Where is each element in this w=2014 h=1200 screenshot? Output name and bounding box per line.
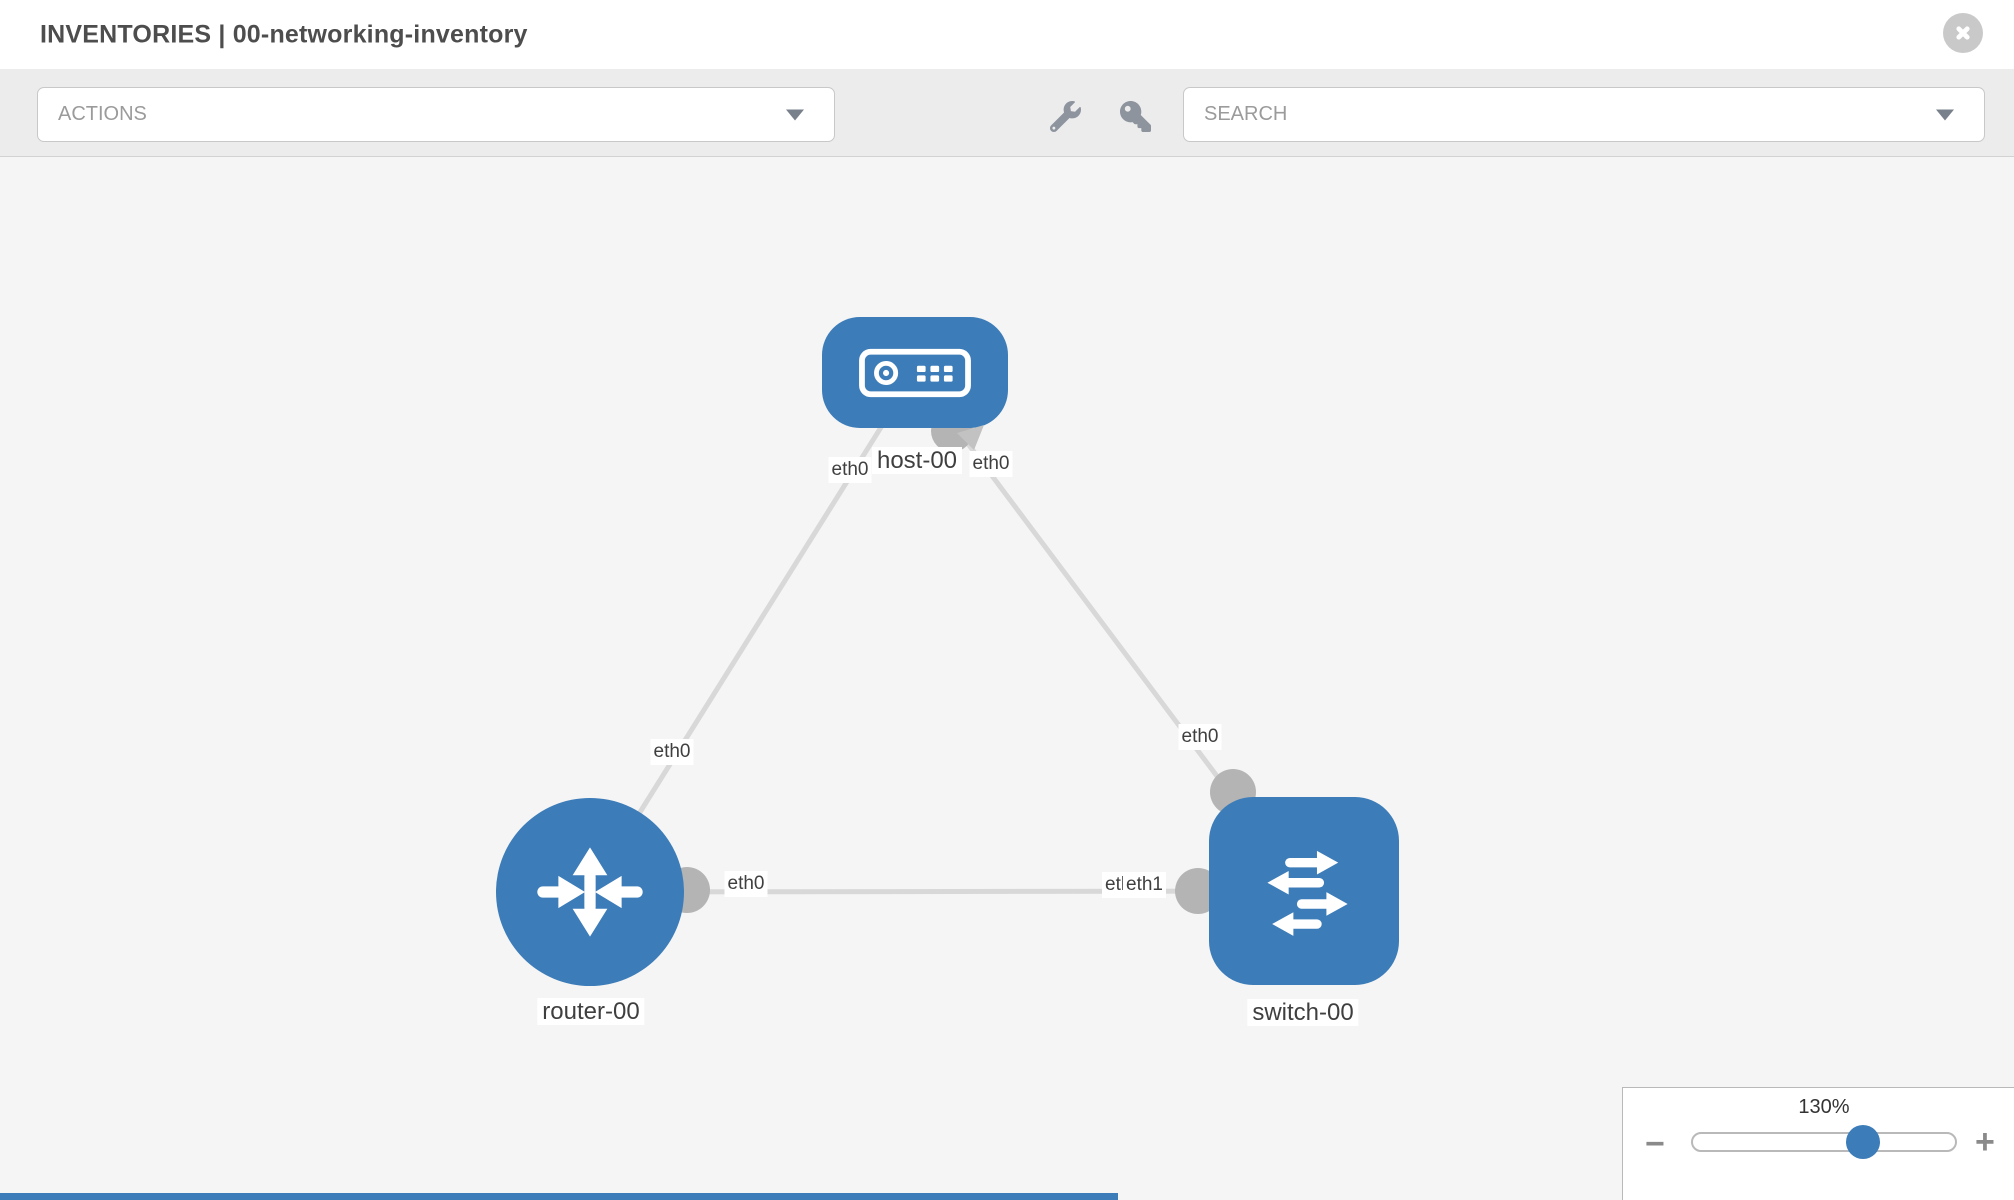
node-label-host: host-00 [871,447,963,474]
zoom-panel: 130% − + [1622,1087,2014,1200]
close-icon [1956,26,1970,40]
page-title: INVENTORIES | 00-networking-inventory [40,20,528,48]
bottom-accent-bar [0,1193,1118,1200]
zoom-in-button[interactable]: + [1975,1123,1995,1161]
interface-label-switch-to-host: eth0 [1178,724,1222,750]
host-icon [859,348,971,397]
search-select-value: SEARCH [1204,103,1288,125]
node-label-router: router-00 [537,998,645,1025]
interface-label-host-to-router: eth0 [828,457,872,483]
wrench-icon [1049,100,1081,132]
node-router-00[interactable] [496,798,684,986]
zoom-slider-thumb[interactable] [1846,1125,1880,1159]
chevron-down-icon [786,109,804,120]
interface-label-router-to-host: eth0 [650,739,694,765]
router-icon [537,847,643,937]
header: INVENTORIES | 00-networking-inventory [0,0,2014,70]
zoom-level: 130% [1798,1096,1850,1118]
key-icon [1119,100,1151,132]
actions-select[interactable]: ACTIONS [37,87,835,142]
node-host-00[interactable] [822,317,1008,428]
wrench-button[interactable] [1045,96,1085,136]
key-button[interactable] [1115,96,1155,136]
actions-select-value: ACTIONS [58,103,147,125]
switch-icon [1267,850,1348,936]
zoom-slider-track[interactable] [1691,1125,1957,1159]
interface-label-router-to-switch: eth0 [724,871,768,897]
zoom-out-button[interactable]: − [1645,1125,1665,1163]
node-switch-00[interactable] [1209,797,1399,985]
chevron-down-icon [1936,109,1954,120]
node-label-switch: switch-00 [1247,999,1359,1026]
interface-label-switch-to-router: eth1 [1123,872,1166,898]
interface-label-host-to-switch: eth0 [969,451,1013,477]
close-button[interactable] [1943,13,1983,53]
toolbar: ACTIONS SEARCH [0,69,2014,157]
interface-label-occluded: eth0 [1102,872,1127,898]
search-select[interactable]: SEARCH [1183,87,1985,142]
